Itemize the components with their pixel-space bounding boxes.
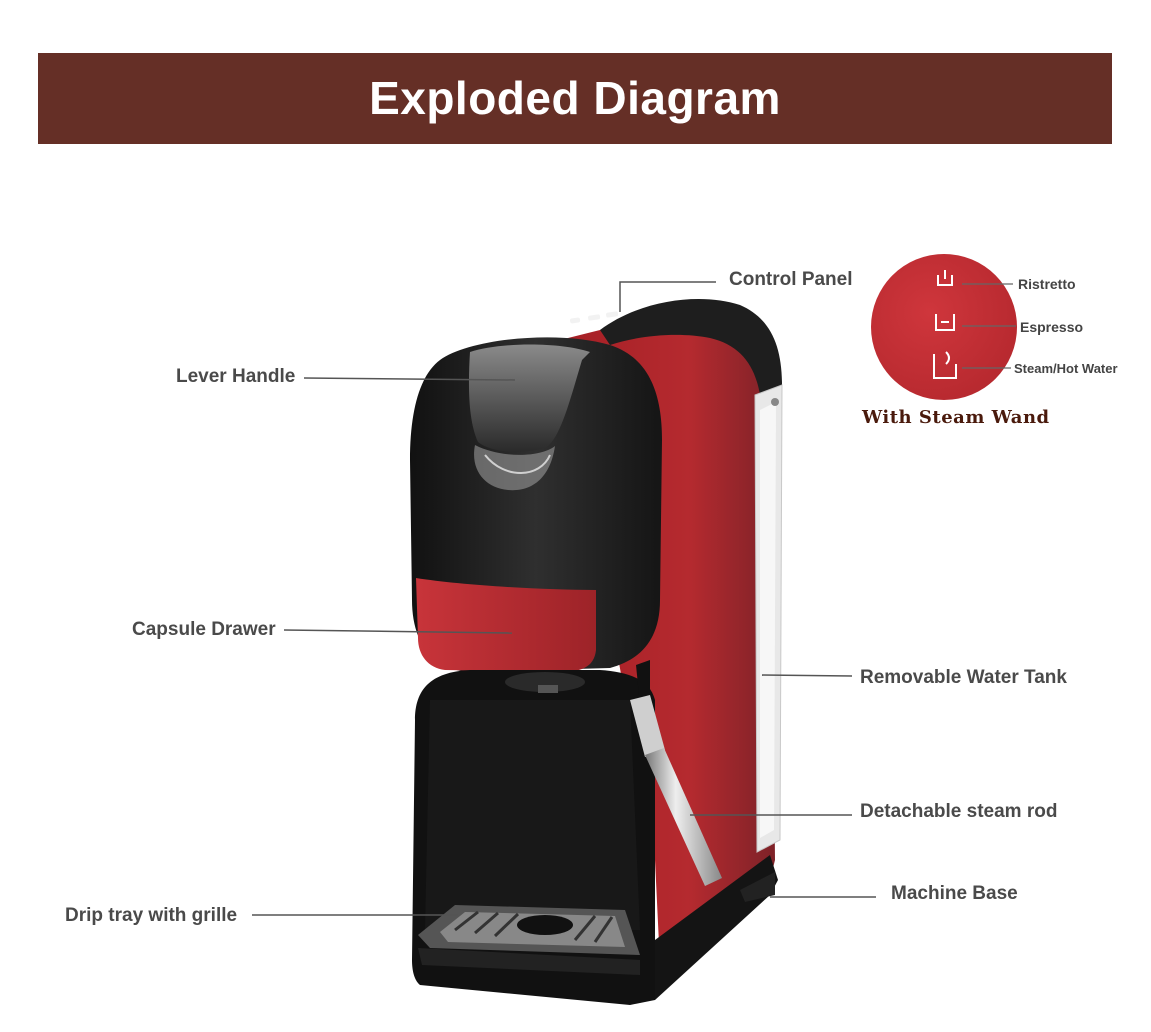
label-detachable-steam-rod: Detachable steam rod xyxy=(860,801,1058,822)
label-capsule-drawer: Capsule Drawer xyxy=(132,619,276,640)
label-espresso: Espresso xyxy=(1020,319,1084,335)
inset-caption: With Steam Wand xyxy=(862,407,1050,428)
steam-rod xyxy=(630,660,722,886)
capsule-drawer xyxy=(416,578,596,672)
label-ristretto: Ristretto xyxy=(1018,276,1076,292)
drip-tray-grille xyxy=(418,905,640,975)
label-steam-hot-water: Steam/Hot Water xyxy=(1014,361,1118,376)
label-lever-handle: Lever Handle xyxy=(176,366,296,387)
page-title: Exploded Diagram xyxy=(369,72,781,124)
steam-icon xyxy=(933,351,957,379)
header-banner: Exploded Diagram xyxy=(38,53,1112,144)
control-panel-inset xyxy=(871,254,1017,400)
machine-base xyxy=(655,855,778,1000)
label-removable-water-tank: Removable Water Tank xyxy=(860,667,1067,688)
label-control-panel: Control Panel xyxy=(729,269,853,290)
ristretto-icon xyxy=(937,270,953,286)
label-drip-tray: Drip tray with grille xyxy=(65,905,238,926)
espresso-icon xyxy=(935,314,955,331)
leader-lines xyxy=(252,281,876,916)
label-machine-base: Machine Base xyxy=(891,883,1018,904)
